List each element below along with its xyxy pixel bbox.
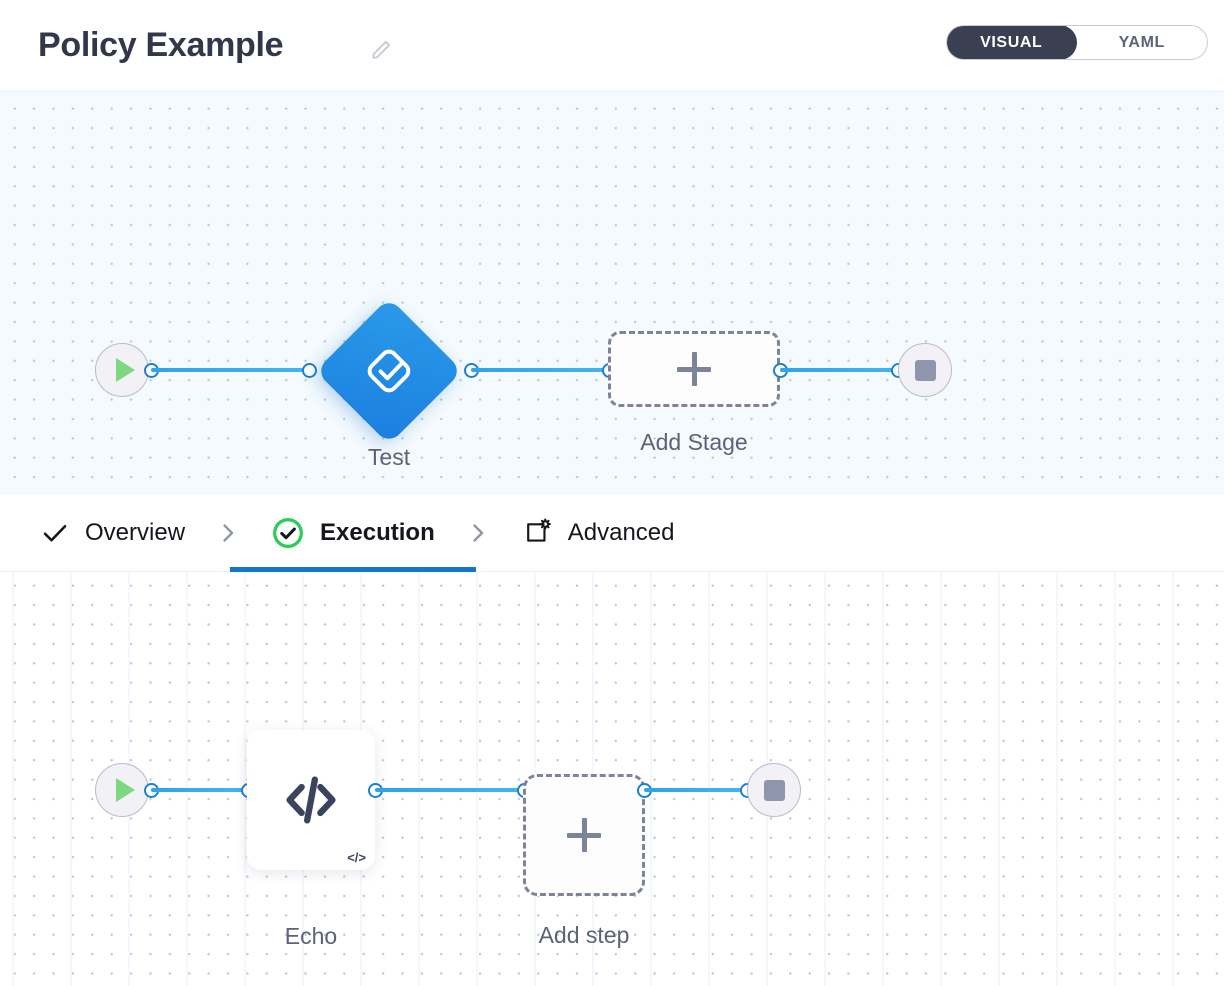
- stage-label-test: Test: [367, 444, 411, 470]
- edge-echo-to-addstep: [375, 788, 519, 792]
- pipeline-start-node[interactable]: [95, 343, 149, 397]
- view-mode-toggle[interactable]: VISUAL YAML: [946, 25, 1208, 60]
- plus-icon: [567, 818, 601, 852]
- tab-chevron-right-icon-1: [185, 518, 271, 548]
- step-node-echo[interactable]: </>: [247, 730, 375, 870]
- stop-icon: [763, 779, 785, 801]
- port-test-in[interactable]: [302, 363, 317, 378]
- step-canvas[interactable]: </> Echo Add step: [0, 572, 1224, 986]
- step-start-node[interactable]: [95, 763, 149, 817]
- tab-label-advanced: Advanced: [567, 519, 675, 546]
- add-stage-label: Add Stage: [640, 429, 748, 455]
- tab-execution[interactable]: Execution: [230, 495, 476, 572]
- tab-advanced[interactable]: Advanced: [521, 495, 675, 571]
- play-icon: [115, 358, 135, 382]
- add-stage-button[interactable]: [608, 331, 780, 407]
- edge-test-to-addstage: [471, 368, 611, 372]
- edge-addstep-to-end: [644, 788, 741, 792]
- stage-canvas[interactable]: Test Add Stage: [0, 92, 1224, 495]
- page-header: Policy Example VISUAL YAML: [0, 0, 1224, 92]
- stage-config-tabs: Overview Execution Advanced: [0, 495, 1224, 572]
- pipeline-end-node[interactable]: [898, 343, 952, 397]
- check-icon: [40, 518, 70, 548]
- add-step-label: Add step: [538, 922, 630, 948]
- stop-icon: [914, 359, 936, 381]
- tab-label-overview: Overview: [85, 519, 186, 546]
- add-step-button[interactable]: [523, 774, 645, 896]
- mode-toggle-yaml[interactable]: YAML: [1118, 33, 1165, 51]
- stage-node-test[interactable]: [315, 297, 463, 445]
- mode-toggle-visual[interactable]: VISUAL: [947, 26, 1077, 59]
- tab-label-execution: Execution: [320, 519, 435, 546]
- tab-chevron-right-icon-2: [435, 518, 521, 548]
- pencil-icon[interactable]: [368, 37, 394, 63]
- step-end-node[interactable]: [747, 763, 801, 817]
- page-title: Policy Example: [38, 26, 284, 64]
- edge-start-to-test: [151, 368, 311, 372]
- edge-start-to-echo: [151, 788, 249, 792]
- code-icon: [286, 776, 336, 824]
- check-circle-icon: [271, 516, 305, 550]
- step-badge-code: </>: [347, 850, 366, 865]
- advanced-gear-icon: [521, 517, 553, 549]
- play-icon: [115, 778, 135, 802]
- tab-overview[interactable]: Overview: [40, 495, 185, 571]
- approval-check-icon: [367, 349, 411, 393]
- step-label-echo: Echo: [284, 923, 338, 949]
- edge-addstage-to-end: [780, 368, 898, 372]
- plus-icon: [677, 352, 711, 386]
